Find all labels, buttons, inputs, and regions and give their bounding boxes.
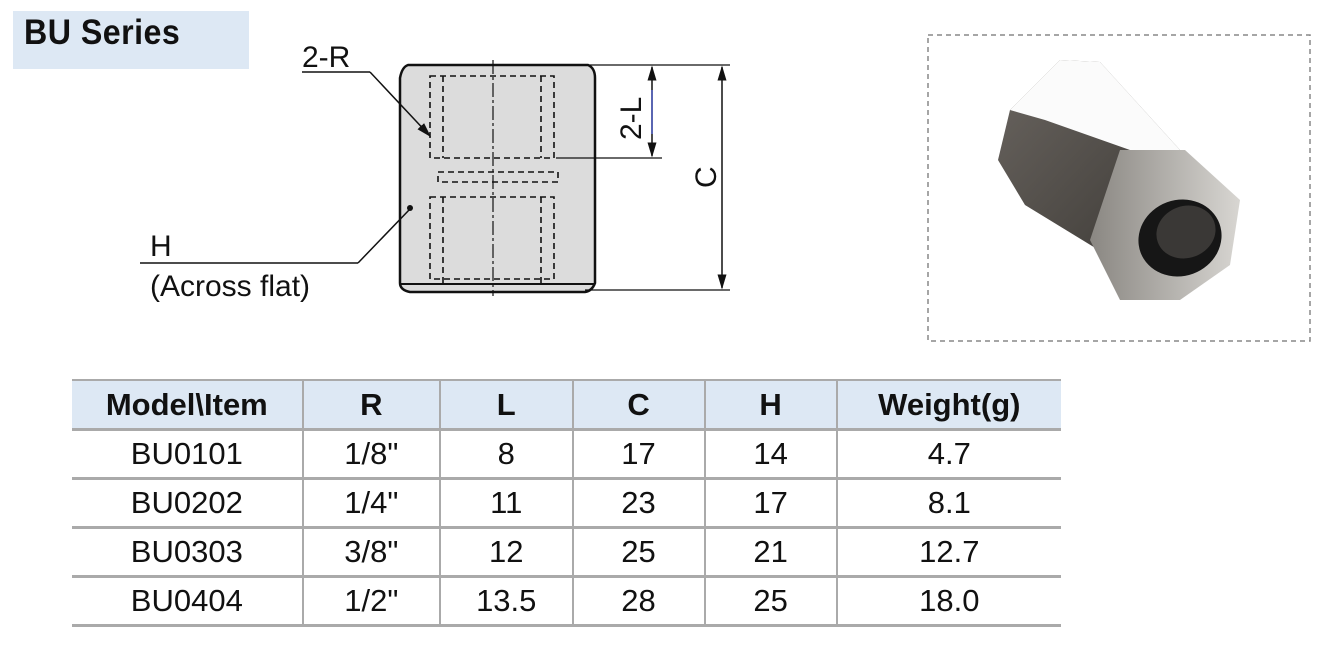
cell-c: 25	[571, 527, 705, 578]
cell-r: 1/8"	[301, 429, 440, 480]
table-row: BU0202 1/4" 11 23 17 8.1	[72, 478, 1061, 529]
cell-model: BU0303	[72, 527, 303, 578]
cell-weight: 12.7	[835, 527, 1061, 578]
label-2l: 2-L	[615, 97, 648, 140]
cell-r: 1/4"	[301, 478, 440, 529]
cell-model: BU0404	[72, 576, 303, 627]
cell-c: 23	[571, 478, 705, 529]
cell-r: 1/2"	[301, 576, 440, 627]
cell-weight: 8.1	[835, 478, 1061, 529]
cell-c: 17	[571, 429, 705, 480]
title-box	[13, 11, 249, 69]
table-row: BU0101 1/8" 8 17 14 4.7	[72, 429, 1061, 480]
header-weight: Weight(g)	[835, 379, 1061, 431]
cell-c: 28	[571, 576, 705, 627]
cell-l: 11	[438, 478, 573, 529]
cell-h: 14	[703, 429, 837, 480]
cell-h: 25	[703, 576, 837, 627]
label-2r: 2-R	[302, 41, 350, 74]
table-header-row: Model\Item R L C H Weight(g)	[72, 379, 1061, 431]
header-r: R	[301, 379, 440, 431]
cell-weight: 18.0	[835, 576, 1061, 627]
spec-table: Model\Item R L C H Weight(g) BU0101 1/8"…	[72, 379, 1061, 627]
header-model: Model\Item	[72, 379, 303, 431]
cell-model: BU0202	[72, 478, 303, 529]
cell-r: 3/8"	[301, 527, 440, 578]
table-row: BU0404 1/2" 13.5 28 25 18.0	[72, 576, 1061, 627]
cell-model: BU0101	[72, 429, 303, 480]
table-row: BU0303 3/8" 12 25 21 12.7	[72, 527, 1061, 578]
cell-l: 13.5	[438, 576, 573, 627]
hex-coupling-photo	[927, 34, 1311, 342]
header-h: H	[703, 379, 837, 431]
label-h: H	[150, 230, 172, 263]
cell-l: 8	[438, 429, 573, 480]
header-l: L	[438, 379, 573, 431]
cell-weight: 4.7	[835, 429, 1061, 480]
cell-h: 17	[703, 478, 837, 529]
header-c: C	[571, 379, 705, 431]
coupling-outline	[398, 60, 597, 296]
label-across-flat: (Across flat)	[150, 270, 310, 303]
label-c: C	[690, 166, 723, 188]
series-title: BU Series	[24, 13, 181, 52]
cell-h: 21	[703, 527, 837, 578]
cell-l: 12	[438, 527, 573, 578]
